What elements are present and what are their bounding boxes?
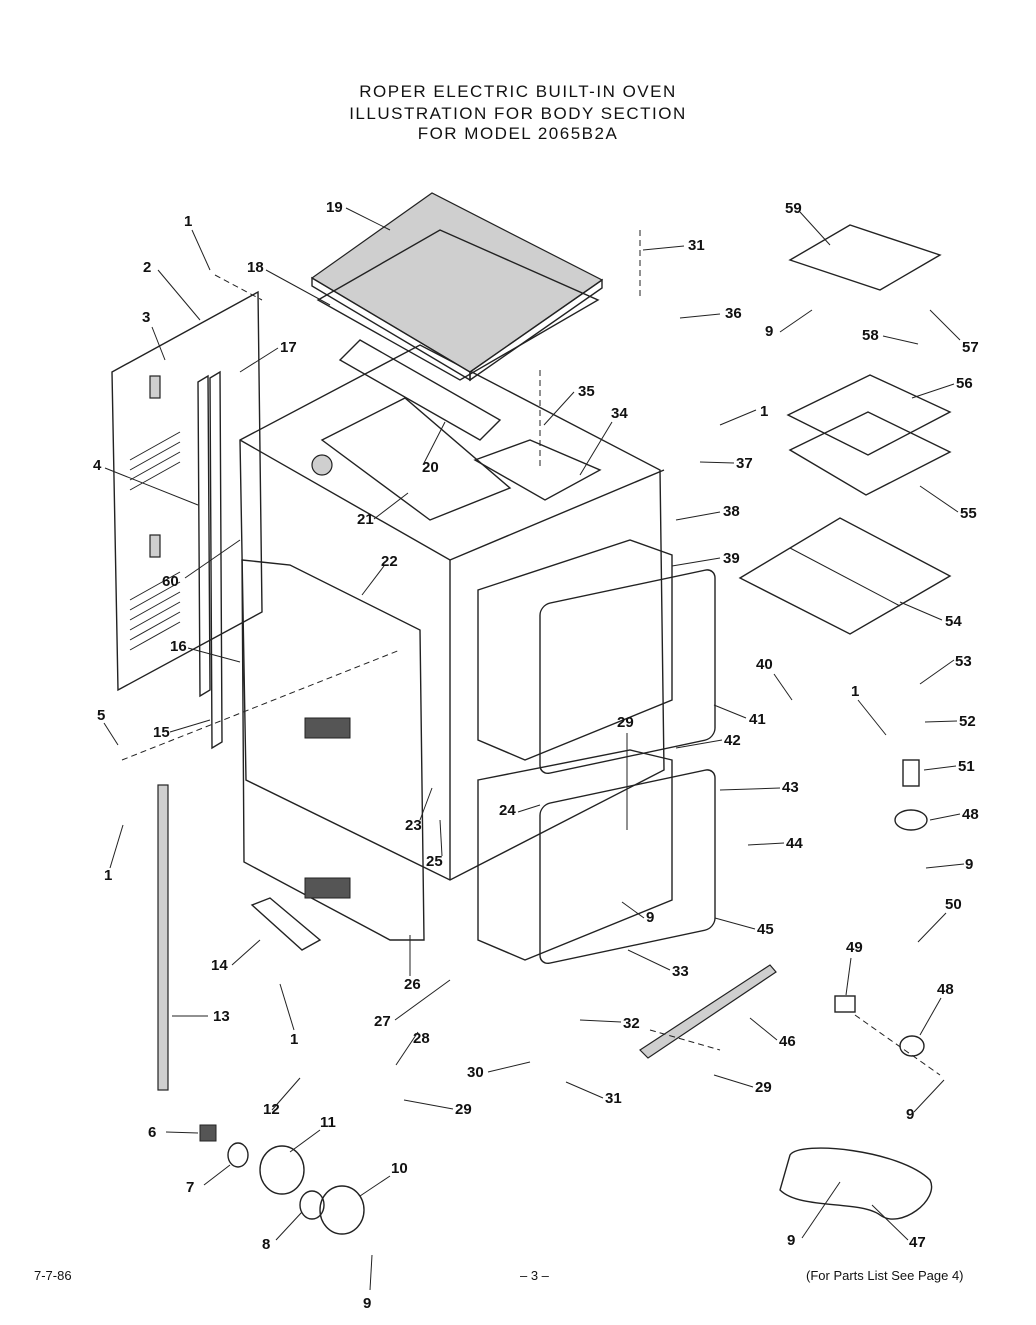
callout-label: 48	[962, 806, 979, 823]
callout-label: 46	[779, 1033, 796, 1050]
callout-label: 9	[787, 1232, 795, 1249]
callout-label: 40	[756, 656, 773, 673]
callout-label: 2	[143, 259, 151, 276]
callout-label: 9	[363, 1295, 371, 1312]
callout-label: 9	[646, 909, 654, 926]
callout-label: 31	[688, 237, 705, 254]
callout-label: 32	[623, 1015, 640, 1032]
callout-label: 30	[467, 1064, 484, 1081]
callout-label: 6	[148, 1124, 156, 1141]
callout-label: 60	[162, 573, 179, 590]
callout-label: 17	[280, 339, 297, 356]
front-panel	[241, 559, 425, 941]
callout-label: 15	[153, 724, 170, 741]
callout-label: 58	[862, 327, 879, 344]
callout-label: 52	[959, 713, 976, 730]
callout-label: 16	[170, 638, 187, 655]
callout-label: 54	[945, 613, 962, 630]
callout-label: 29	[755, 1079, 772, 1096]
callout-label: 3	[142, 309, 150, 326]
diagram-title: ROPER ELECTRIC BUILT-IN OVEN	[359, 82, 677, 101]
callout-label: 5	[97, 707, 105, 724]
callout-label: 39	[723, 550, 740, 567]
oven-cabinet	[239, 344, 665, 881]
callout-label: 53	[955, 653, 972, 670]
callout-label: 44	[786, 835, 803, 852]
callout-label: 47	[909, 1234, 926, 1251]
callout-label: 21	[357, 511, 374, 528]
callout-label: 43	[782, 779, 799, 796]
broiler-pan	[786, 374, 952, 496]
callout-label: 1	[760, 403, 768, 420]
callout-label: 36	[725, 305, 742, 322]
callout-label: 37	[736, 455, 753, 472]
callout-label: 1	[104, 867, 112, 884]
diagram-model-line: FOR MODEL 2065B2A	[417, 124, 619, 143]
callout-label: 35	[578, 383, 595, 400]
callout-label: 57	[962, 339, 979, 356]
callout-label: 48	[937, 981, 954, 998]
callout-label: 9	[906, 1106, 914, 1123]
lamp-assembly	[199, 1124, 365, 1235]
callout-label: 24	[499, 802, 516, 819]
callout-label: 29	[617, 714, 634, 731]
top-cover	[310, 192, 604, 382]
oven-rack	[738, 517, 952, 635]
top-element	[788, 224, 942, 291]
trim-strips	[197, 370, 223, 750]
callout-label: 22	[381, 553, 398, 570]
footer-parts-list-reference: (For Parts List See Page 4)	[806, 1268, 964, 1283]
callout-label: 38	[723, 503, 740, 520]
callout-label: 1	[851, 683, 859, 700]
callout-label: 41	[749, 711, 766, 728]
callout-label: 45	[757, 921, 774, 938]
callout-label: 42	[724, 732, 741, 749]
oven-liners	[477, 539, 716, 965]
vent-panel	[250, 897, 322, 951]
callout-label: 14	[211, 957, 228, 974]
callout-label: 51	[958, 758, 975, 775]
callout-label: 49	[846, 939, 863, 956]
callout-label: 11	[320, 1114, 336, 1131]
callout-label: 7	[186, 1179, 194, 1196]
callout-label: 34	[611, 405, 628, 422]
callout-label: 19	[326, 199, 343, 216]
footer-page-number: – 3 –	[520, 1268, 549, 1283]
callout-label: 50	[945, 896, 962, 913]
callout-label: 59	[785, 200, 802, 217]
callout-label: 1	[184, 213, 192, 230]
callout-label: 26	[404, 976, 421, 993]
callout-label: 33	[672, 963, 689, 980]
callout-label: 1	[290, 1031, 298, 1048]
callout-leaders	[103, 207, 965, 1291]
callout-label: 9	[765, 323, 773, 340]
callout-label: 9	[965, 856, 973, 873]
callout-label: 29	[455, 1101, 472, 1118]
diagram-subtitle: ILLUSTRATION FOR BODY SECTION	[349, 104, 687, 123]
vertical-trim	[157, 784, 169, 1091]
callout-labels: 1 2 3 17 18 19 31 36 59 9 58 57 4 60 16 …	[93, 199, 979, 1312]
callout-label: 13	[213, 1008, 230, 1025]
callout-label: 23	[405, 817, 422, 834]
bottom-trim	[639, 964, 777, 1059]
callout-label: 18	[247, 259, 264, 276]
callout-label: 27	[374, 1013, 391, 1030]
callout-label: 55	[960, 505, 977, 522]
callout-label: 4	[93, 457, 102, 474]
internal-panels	[316, 229, 602, 521]
callout-label: 56	[956, 375, 973, 392]
callout-label: 8	[262, 1236, 270, 1253]
assembly-leader-lines	[121, 230, 941, 1076]
footer-date: 7-7-86	[34, 1268, 72, 1283]
small-parts	[834, 759, 928, 1057]
callout-label: 31	[605, 1090, 622, 1107]
callout-label: 25	[426, 853, 443, 870]
callout-label: 10	[391, 1160, 408, 1177]
callout-label: 28	[413, 1030, 430, 1047]
side-panel	[111, 290, 263, 692]
callout-label: 20	[422, 459, 439, 476]
bake-element	[779, 1147, 933, 1220]
